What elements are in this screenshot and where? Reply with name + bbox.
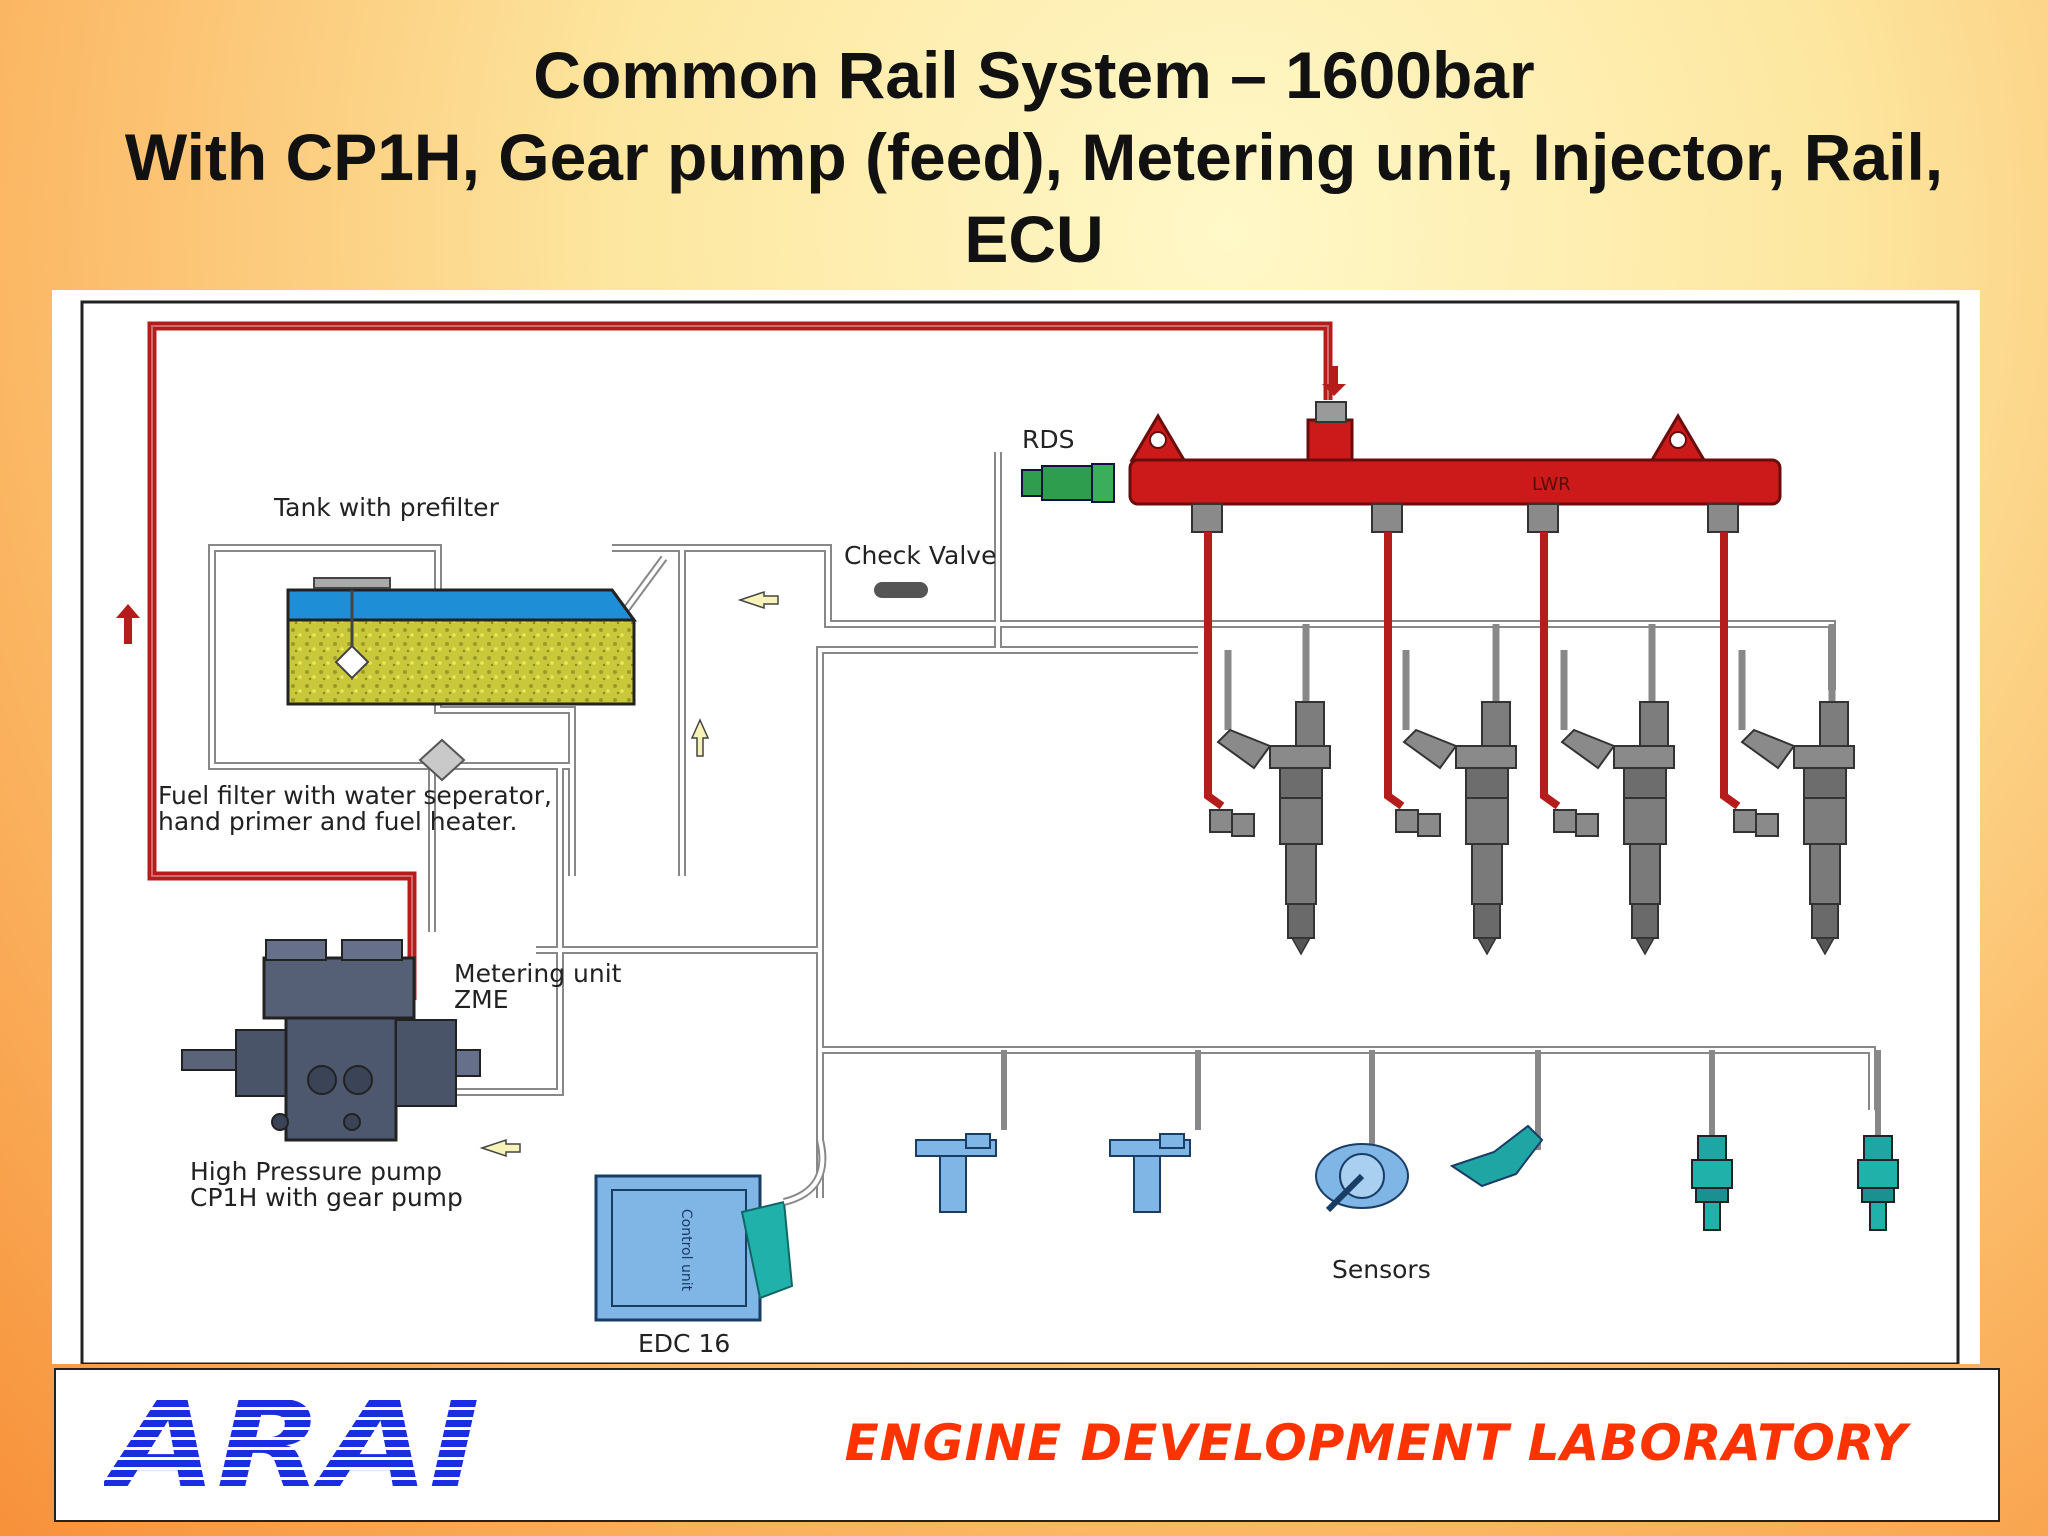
arai-logo-text: ARAI: [104, 1390, 480, 1500]
pump-label-line2: CP1H with gear pump: [190, 1183, 463, 1212]
flow-arrow-up-icon: [116, 604, 140, 644]
title-line-1: Common Rail System – 1600bar: [533, 38, 1535, 112]
footer-bar: ARAI ENGINE DEVELOPMENT LABORATORY: [54, 1368, 2000, 1522]
common-rail-diagram: LWR: [52, 290, 1980, 1364]
speed-sensor-2-icon: [1109, 1133, 1191, 1213]
high-pressure-pump-icon: [181, 939, 481, 1142]
ecu-inner-label: Control unit: [678, 1209, 694, 1292]
injector-2-icon: [1395, 701, 1517, 955]
injector-3-icon: [1553, 701, 1675, 955]
ecu-control-unit-icon: Control unit: [594, 1139, 827, 1322]
hp-line-pump-to-rail: [147, 321, 1333, 1000]
injector-1-icon: [1209, 701, 1331, 955]
flow-arrow-left-icon: [737, 590, 779, 610]
flow-arrow-down-icon: [1322, 366, 1346, 396]
metering-unit-label-line1: Metering unit: [454, 959, 622, 988]
temp-sensor-2-icon: [1857, 1135, 1899, 1231]
lab-name: ENGINE DEVELOPMENT LABORATORY: [844, 1414, 1908, 1472]
air-mass-sensor-icon: [1449, 1124, 1544, 1188]
slide-title: Common Rail System – 1600bar With CP1H, …: [40, 34, 2028, 280]
fuel-tank: [286, 577, 637, 706]
map-sensor-icon: [1315, 1143, 1409, 1213]
check-valve-label: Check Valve: [844, 541, 996, 570]
rail-marking: LWR: [1532, 474, 1571, 495]
title-line-2: With CP1H, Gear pump (feed), Metering un…: [124, 120, 1944, 194]
arai-logo-graphic: ARAI: [101, 1376, 480, 1515]
fuel-filter-label-line1: Fuel filter with water seperator,: [158, 781, 552, 810]
flow-arrow-up-small-icon: [690, 718, 710, 757]
flow-arrow-left-bottom-icon: [479, 1138, 521, 1158]
rds-label: RDS: [1022, 425, 1075, 454]
check-valve-icon: [874, 582, 928, 598]
tank-label: Tank with prefilter: [273, 493, 500, 522]
metering-unit-label-line2: ZME: [454, 985, 509, 1014]
fuel-filter-label-line2: hand primer and fuel heater.: [158, 807, 517, 836]
rds-pressure-sensor-icon: [1021, 463, 1115, 503]
sensors-label: Sensors: [1332, 1255, 1431, 1284]
speed-sensor-1-icon: [915, 1133, 997, 1213]
ecu-label: EDC 16: [638, 1329, 730, 1358]
fuel-filter-icon: [418, 738, 466, 782]
title-line-3: ECU: [964, 202, 1104, 276]
diagram-frame: [80, 300, 1960, 1364]
pump-label-line1: High Pressure pump: [190, 1157, 442, 1186]
common-rail: LWR: [1128, 401, 1782, 533]
arai-logo: ARAI: [101, 1376, 524, 1515]
temp-sensor-1-icon: [1691, 1135, 1733, 1231]
hp-injector-lines: [1204, 532, 1741, 810]
injector-4-icon: [1733, 701, 1855, 955]
diagram-canvas: LWR: [80, 300, 1960, 1364]
